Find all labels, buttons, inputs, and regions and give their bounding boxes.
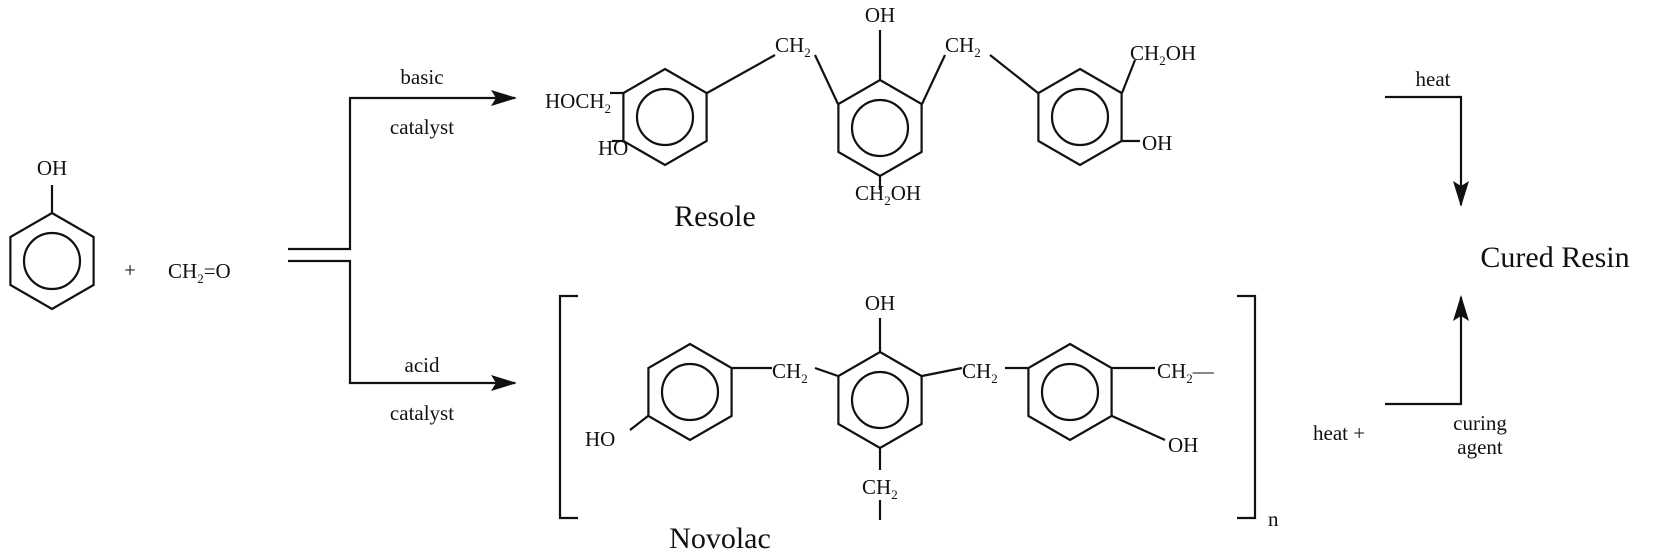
- left-bracket: [558, 294, 578, 520]
- resole-structure: HOCH2​ HO CH2​ OH CH2​ CH2​OH OH CH2​OH …: [545, 3, 1196, 233]
- resole-ch2-left-label: CH2​: [775, 33, 811, 60]
- basic-catalyst-label: catalyst: [390, 115, 454, 139]
- novolac-ring-right: [1027, 342, 1113, 442]
- novolac-ch2-left-label: CH2​: [772, 359, 808, 386]
- resole-ch2oh-right-label: CH2​OH: [1130, 41, 1196, 68]
- resole-hoch2-label: HOCH2​: [545, 89, 611, 116]
- basic-label: basic: [400, 65, 443, 89]
- resole-name: Resole: [674, 200, 756, 233]
- novolac-ch2-bottom-label: CH2​: [862, 475, 898, 502]
- basic-arrow: [288, 90, 517, 251]
- resole-ring-middle: [837, 78, 923, 178]
- right-bracket: [1237, 294, 1257, 520]
- novolac-structure: HO CH2​ OH CH2​ CH2​— OH CH2​ n Novolac: [558, 291, 1279, 555]
- repeat-unit-n: n: [1268, 507, 1279, 531]
- novolac-oh-right-label: OH: [1168, 433, 1198, 457]
- heat-label: heat: [1416, 67, 1451, 91]
- resole-oh-top-label: OH: [865, 3, 895, 27]
- resole-ch2-right-label: CH2​: [945, 33, 981, 60]
- novolac-ho-label: HO: [585, 427, 615, 451]
- acid-label: acid: [405, 353, 440, 377]
- heat-curing-agent-arrow: [1385, 295, 1469, 406]
- resole-oh-right-label: OH: [1142, 131, 1172, 155]
- plus-sign: +: [124, 258, 136, 282]
- novolac-ch2-end-label: CH2​—: [1157, 359, 1215, 386]
- cured-resin-label: Cured Resin: [1480, 241, 1629, 274]
- formaldehyde-formula: CH2​=O: [168, 259, 231, 286]
- resole-ring-left: [622, 67, 708, 167]
- heat-plus-label: heat +: [1313, 421, 1365, 445]
- heat-arrow: [1385, 95, 1469, 207]
- novolac-ring-left: [647, 342, 733, 442]
- resole-ring-right: [1037, 67, 1123, 167]
- novolac-ring-middle: [837, 350, 923, 450]
- curing-arrows: heat heat + curing agent Cured Resin: [1313, 67, 1630, 459]
- resole-ch2oh-bottom-label: CH2​OH: [855, 181, 921, 208]
- resole-ho-label: HO: [598, 136, 628, 160]
- acid-catalyst-label: catalyst: [390, 401, 454, 425]
- benzene-ring: [9, 211, 95, 311]
- branch-arrows: basic catalyst acid catalyst: [288, 65, 517, 425]
- agent-label: agent: [1457, 435, 1503, 459]
- novolac-oh-top-label: OH: [865, 291, 895, 315]
- novolac-name: Novolac: [669, 522, 771, 555]
- acid-arrow: [288, 259, 517, 391]
- novolac-ch2-right-label: CH2​: [962, 359, 998, 386]
- curing-label: curing: [1453, 411, 1507, 435]
- phenol-molecule: OH: [9, 156, 95, 311]
- phenol-oh-label: OH: [37, 156, 67, 180]
